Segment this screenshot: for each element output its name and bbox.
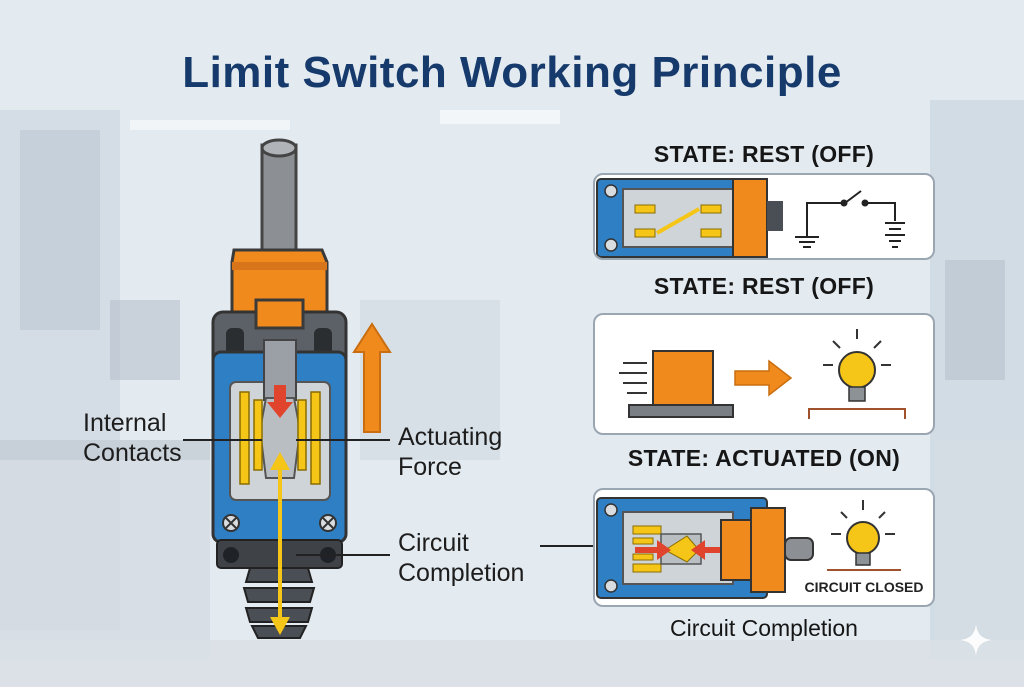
panel-actuated-state	[593, 488, 935, 607]
battery-icon	[885, 222, 905, 248]
state-actuated-heading: STATE: ACTUATED (ON)	[627, 445, 901, 471]
contact-right-inner	[297, 399, 307, 471]
force-arrow-down	[267, 385, 293, 418]
panel-approach	[593, 313, 935, 435]
label-circuit-completion-line1: Circuit	[398, 529, 469, 557]
bottom-caption: Circuit Completion	[670, 615, 858, 641]
state-rest-heading-middle: STATE: REST (OFF)	[653, 273, 875, 299]
label-circuit-completion: Circuit Completion	[398, 528, 524, 588]
circuit-closed-label: CIRCUIT CLOSED	[804, 579, 924, 595]
label-internal-contacts: Internal Contacts	[83, 408, 182, 468]
moving-object	[652, 350, 714, 406]
page-title: Limit Switch Working Principle	[182, 48, 842, 97]
actuating-force-arrow	[352, 322, 392, 433]
sparkle-icon	[960, 624, 992, 656]
label-internal-contacts-line1: Internal	[83, 409, 167, 437]
ground-icon	[795, 236, 819, 248]
state-rest-heading-top: STATE: REST (OFF)	[653, 141, 875, 167]
contact-left-inner	[253, 399, 263, 471]
cable-gland	[242, 567, 316, 639]
label-internal-contacts-line2: Contacts	[83, 439, 182, 467]
label-actuating-force-line2: Force	[398, 453, 462, 481]
light-bulb-icon-lit	[831, 500, 895, 566]
conveyor-base	[628, 404, 734, 418]
contact-right-outer	[310, 391, 321, 485]
label-actuating-force-line1: Actuating	[398, 423, 503, 451]
label-actuating-force: Actuating Force	[398, 422, 502, 482]
panel-rest-state	[593, 173, 935, 260]
motion-arrow	[734, 359, 793, 397]
switch-symbol-icon	[806, 190, 896, 237]
label-circuit-completion-line2: Completion	[398, 559, 525, 587]
light-bulb-icon	[823, 329, 891, 402]
contact-left-outer	[239, 391, 250, 485]
limit-switch-cross-section	[211, 138, 348, 639]
